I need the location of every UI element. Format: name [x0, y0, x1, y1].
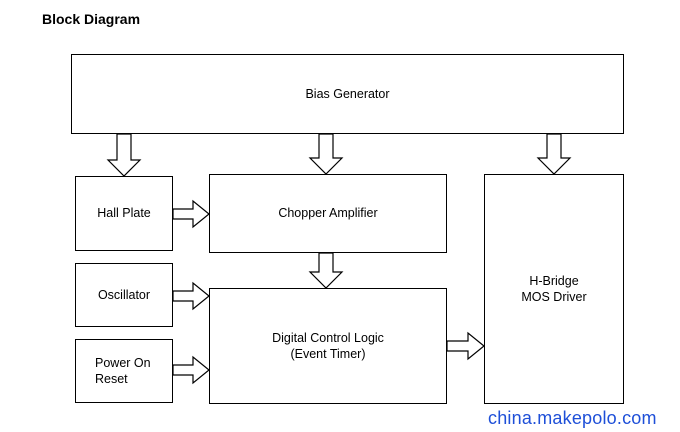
arrow-chopper-to-logic — [308, 252, 344, 289]
arrow-bias-to-h-bridge — [536, 133, 572, 175]
arrow-hall-to-chopper — [172, 199, 210, 229]
watermark: china.makepolo.com — [488, 408, 657, 428]
digital-control-logic-line-1: Digital Control Logic — [272, 330, 384, 345]
h-bridge-line-1: H-Bridge — [529, 273, 579, 288]
h-bridge-block: H-Bridge MOS Driver — [484, 174, 624, 404]
digital-control-logic-line-2: (Event Timer) — [290, 347, 366, 361]
power-on-reset-line-2: Reset — [95, 372, 128, 386]
hall-plate-block: Hall Plate — [75, 176, 173, 251]
arrow-bias-to-hall-plate — [106, 133, 142, 177]
arrow-bias-to-chopper — [308, 133, 344, 175]
arrow-oscillator-to-logic — [172, 281, 210, 311]
h-bridge-line-2: MOS Driver — [521, 290, 587, 304]
power-on-reset-block: Power On Reset — [75, 339, 173, 403]
chopper-amplifier-label: Chopper Amplifier — [278, 206, 378, 221]
h-bridge-label: H-Bridge MOS Driver — [521, 273, 586, 306]
bias-generator-label: Bias Generator — [305, 86, 390, 101]
arrow-logic-to-h-bridge — [446, 331, 485, 361]
chopper-amplifier-block: Chopper Amplifier — [209, 174, 447, 253]
diagram-title: Block Diagram — [42, 11, 141, 27]
bias-generator-block: Bias Generator — [71, 54, 624, 134]
digital-control-logic-label: Digital Control Logic (Event Timer) — [272, 330, 384, 363]
hall-plate-label: Hall Plate — [97, 206, 151, 221]
power-on-reset-label: Power On Reset — [95, 355, 151, 388]
oscillator-block: Oscillator — [75, 263, 173, 327]
digital-control-logic-block: Digital Control Logic (Event Timer) — [209, 288, 447, 404]
arrow-reset-to-logic — [172, 355, 210, 385]
oscillator-label: Oscillator — [97, 287, 151, 302]
power-on-reset-line-1: Power On — [95, 355, 151, 370]
